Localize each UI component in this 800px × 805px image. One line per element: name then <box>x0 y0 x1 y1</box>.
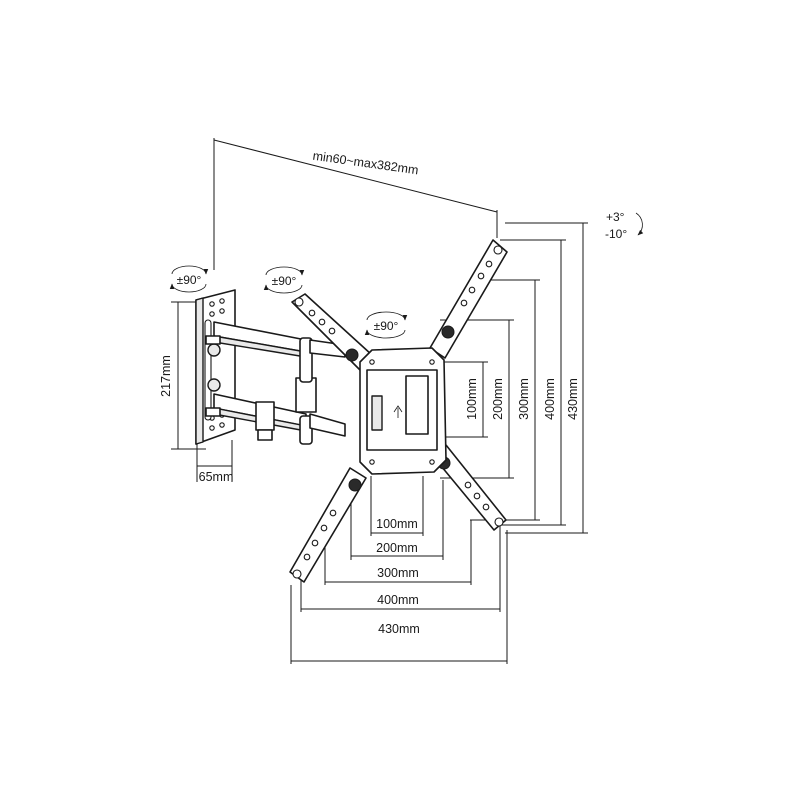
rotation-arrow-icon: ±90° <box>364 311 408 339</box>
horizontal-200-label: 200mm <box>376 541 418 555</box>
wall-plate <box>195 289 236 445</box>
arm-swivel-label: ±90° <box>272 274 297 288</box>
vertical-dimensions: 100mm 200mm 300mm 400mm 430mm <box>440 222 588 534</box>
wall-plate-width-dimension: 65mm <box>196 440 234 484</box>
vesa-center-plate <box>359 347 447 475</box>
vertical-300-label: 300mm <box>517 378 531 420</box>
vesa-arm-bottom-left <box>289 467 367 583</box>
arm-extension-dimension: min60~max382mm <box>213 138 498 270</box>
tilt-arrow-icon: +3° -10° <box>605 210 644 241</box>
vesa-arm-bottom-right <box>431 444 507 531</box>
vertical-430-label: 430mm <box>566 378 580 420</box>
wall-plate-width-label: 65mm <box>199 470 234 484</box>
vertical-400-label: 400mm <box>543 378 557 420</box>
rotation-arrow-icon: ±90° <box>169 265 209 293</box>
swing-arm <box>205 321 346 445</box>
horizontal-430-label: 430mm <box>378 622 420 636</box>
vesa-arm-top-right <box>429 239 508 359</box>
wall-plate-height-dimension: 217mm <box>159 301 206 450</box>
plate-rotation-label: ±90° <box>374 319 399 333</box>
horizontal-100-label: 100mm <box>376 517 418 531</box>
up-arrow-icon <box>393 405 403 418</box>
vertical-100-label: 100mm <box>465 378 479 420</box>
vertical-200-label: 200mm <box>491 378 505 420</box>
arm-extension-label: min60~max382mm <box>312 149 420 178</box>
wall-swivel-label: ±90° <box>177 273 202 287</box>
horizontal-400-label: 400mm <box>377 593 419 607</box>
rotation-arrow-icon: ±90° <box>263 266 305 294</box>
tilt-up-label: +3° <box>606 210 625 224</box>
wall-plate-height-label: 217mm <box>159 355 173 397</box>
tilt-down-label: -10° <box>605 227 627 241</box>
horizontal-300-label: 300mm <box>377 566 419 580</box>
